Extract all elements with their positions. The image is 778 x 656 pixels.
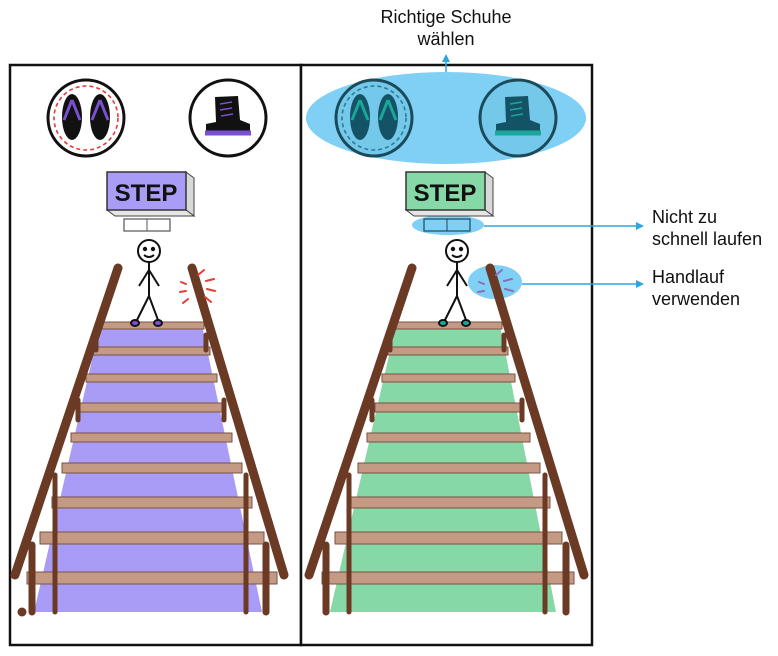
label-walk-slowly-line2: schnell laufen xyxy=(652,229,763,249)
callout-speed-arrow xyxy=(484,222,644,230)
speed-highlight xyxy=(412,215,484,235)
step-sign-text: STEP xyxy=(115,180,178,207)
stick-figure-left xyxy=(130,239,163,327)
stick-figure-right xyxy=(438,239,471,327)
panel-right: STEP xyxy=(304,78,589,616)
danger-marks xyxy=(179,269,216,304)
flip-flops-icon xyxy=(334,78,414,158)
label-choose-shoes: Richtige Schuhe wählen xyxy=(336,6,556,50)
label-use-handrail-line1: Handlauf xyxy=(652,267,725,287)
label-use-handrail: Handlauf verwenden xyxy=(652,266,740,310)
staircase-right xyxy=(304,263,589,616)
callout-rail-arrow xyxy=(522,280,644,288)
grip-marks xyxy=(477,269,514,293)
boot-icon xyxy=(478,78,558,158)
step-sign-text: STEP xyxy=(414,180,477,207)
label-choose-shoes-line1: Richtige Schuhe xyxy=(380,7,512,27)
label-choose-shoes-line2: wählen xyxy=(417,29,475,49)
step-plaque xyxy=(423,218,471,232)
step-sign: STEP xyxy=(404,171,495,217)
boot-icon xyxy=(188,78,268,158)
panel-left: STEP xyxy=(10,78,289,617)
label-walk-slowly-line1: Nicht zu xyxy=(652,207,718,227)
label-walk-slowly: Nicht zu schnell laufen xyxy=(652,206,762,250)
step-plaque xyxy=(123,218,171,232)
label-use-handrail-line2: verwenden xyxy=(652,289,741,309)
callout-shoes-arrow xyxy=(442,54,450,72)
staircase-left xyxy=(10,263,289,617)
flip-flops-icon xyxy=(46,78,126,158)
step-sign: STEP xyxy=(105,171,196,217)
